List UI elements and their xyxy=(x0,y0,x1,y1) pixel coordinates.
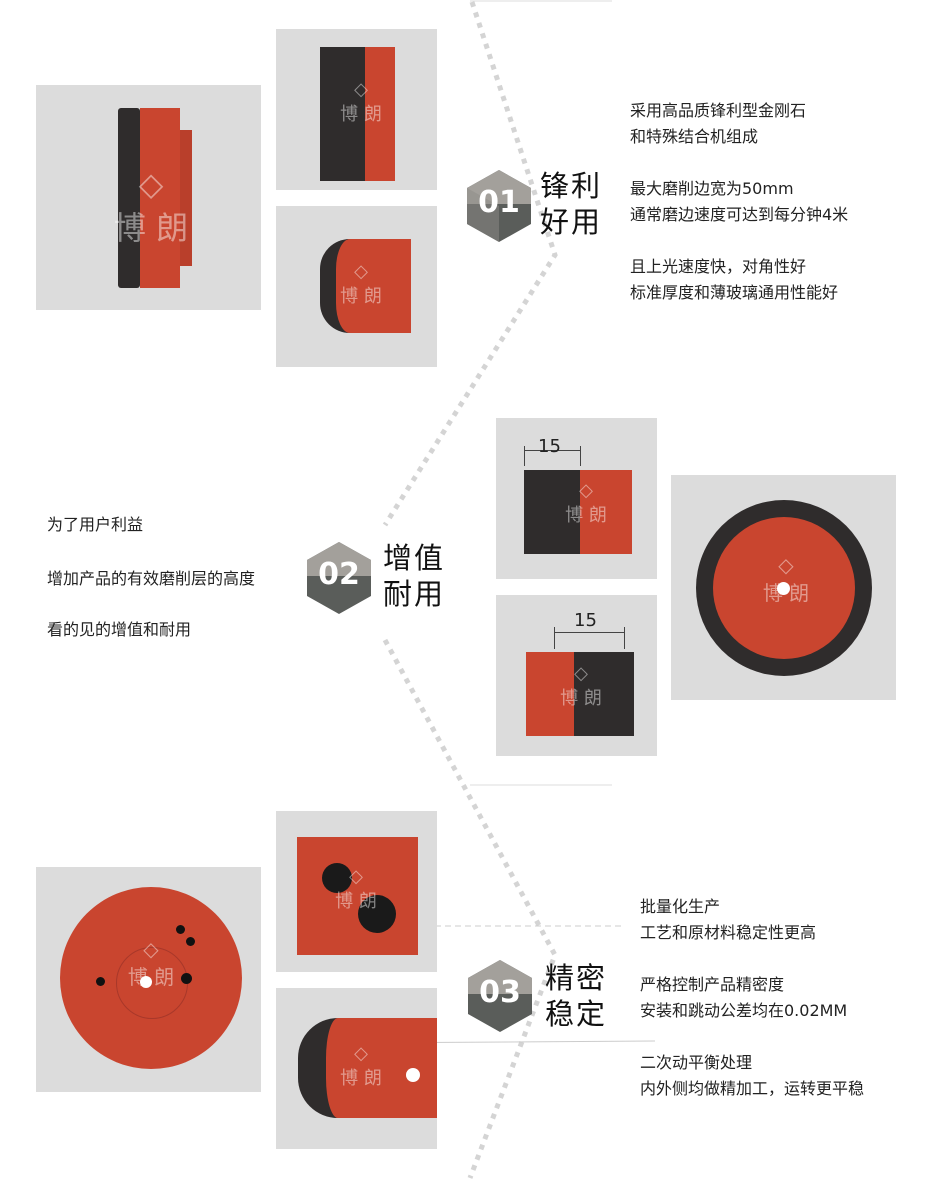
dimension-label: 15 xyxy=(538,436,561,457)
text-line: 批量化生产 xyxy=(640,897,721,916)
watermark-logo: ◇博 朗 xyxy=(565,480,607,526)
section-number: 01 xyxy=(478,185,520,220)
wheel-side-photo: ◇博 朗 xyxy=(36,85,261,310)
hexagon-number-badge xyxy=(307,542,371,614)
wheel-detail-photo: ◇博 朗 xyxy=(276,206,437,367)
feature-text: 采用高品质锋利型金刚石 和特殊结合机组成 最大磨削边宽为50mm 通常磨边速度可… xyxy=(630,98,848,306)
title-line: 锋利 xyxy=(540,169,603,203)
watermark-logo: ◇博 朗 xyxy=(127,937,175,989)
section-number: 03 xyxy=(479,975,521,1010)
grinding-layer-photo: 15 ◇博 朗 xyxy=(496,418,657,579)
text-line: 增加产品的有效磨削层的高度 xyxy=(47,569,256,588)
section-number: 02 xyxy=(318,557,360,592)
section-title: 精密稳定 xyxy=(545,960,607,1032)
text-line: 安装和跳动公差均在0.02MM xyxy=(640,1001,848,1020)
watermark-logo: ◇博 朗 xyxy=(762,553,810,605)
text-line: 和特殊结合机组成 xyxy=(630,127,759,146)
text-line: 为了用户利益 xyxy=(47,515,144,534)
section-title: 锋利好用 xyxy=(540,168,602,240)
title-line: 精密 xyxy=(545,961,608,995)
wheel-detail-photo: ◇博 朗 xyxy=(276,29,437,190)
text-line: 工艺和原材料稳定性更高 xyxy=(640,923,817,942)
text-line: 看的见的增值和耐用 xyxy=(47,620,192,639)
text-line: 通常磨边速度可达到每分钟4米 xyxy=(630,205,849,224)
feature-text: 为了用户利益 增加产品的有效磨削层的高度 看的见的增值和耐用 xyxy=(47,511,255,643)
text-line: 且上光速度快，对角性好 xyxy=(630,257,807,276)
grinding-layer-photo: 15 ◇博 朗 xyxy=(496,595,657,756)
hexagon-number-badge xyxy=(467,170,531,242)
watermark-logo: ◇博 朗 xyxy=(113,165,189,247)
watermark-logo: ◇博 朗 xyxy=(340,79,382,125)
title-line: 稳定 xyxy=(545,997,608,1031)
watermark-logo: ◇博 朗 xyxy=(560,663,602,709)
text-line: 采用高品质锋利型金刚石 xyxy=(630,101,807,120)
wheel-back-photo: ◇博 朗 xyxy=(36,867,261,1092)
dimension-label: 15 xyxy=(574,610,597,631)
text-line: 二次动平衡处理 xyxy=(640,1053,753,1072)
watermark-logo: ◇博 朗 xyxy=(340,261,382,307)
title-line: 好用 xyxy=(540,205,603,239)
hexagon-number-badge xyxy=(468,960,532,1032)
title-line: 耐用 xyxy=(383,577,446,611)
feature-text: 批量化生产 工艺和原材料稳定性更高 严格控制产品精密度 安装和跳动公差均在0.0… xyxy=(640,894,864,1102)
wheel-holes-photo: ◇博 朗 xyxy=(276,811,437,972)
text-line: 严格控制产品精密度 xyxy=(640,975,785,994)
text-line: 标准厚度和薄玻璃通用性能好 xyxy=(630,283,839,302)
wheel-edge-photo: ◇博 朗 xyxy=(276,988,437,1149)
watermark-logo: ◇博 朗 xyxy=(340,1043,382,1089)
wheel-front-photo: ◇博 朗 xyxy=(671,475,896,700)
section-title: 增值耐用 xyxy=(383,540,445,612)
watermark-logo: ◇博 朗 xyxy=(335,866,377,912)
text-line: 最大磨削边宽为50mm xyxy=(630,179,794,198)
title-line: 增值 xyxy=(383,541,446,575)
text-line: 内外侧均做精加工，运转更平稳 xyxy=(640,1079,865,1098)
